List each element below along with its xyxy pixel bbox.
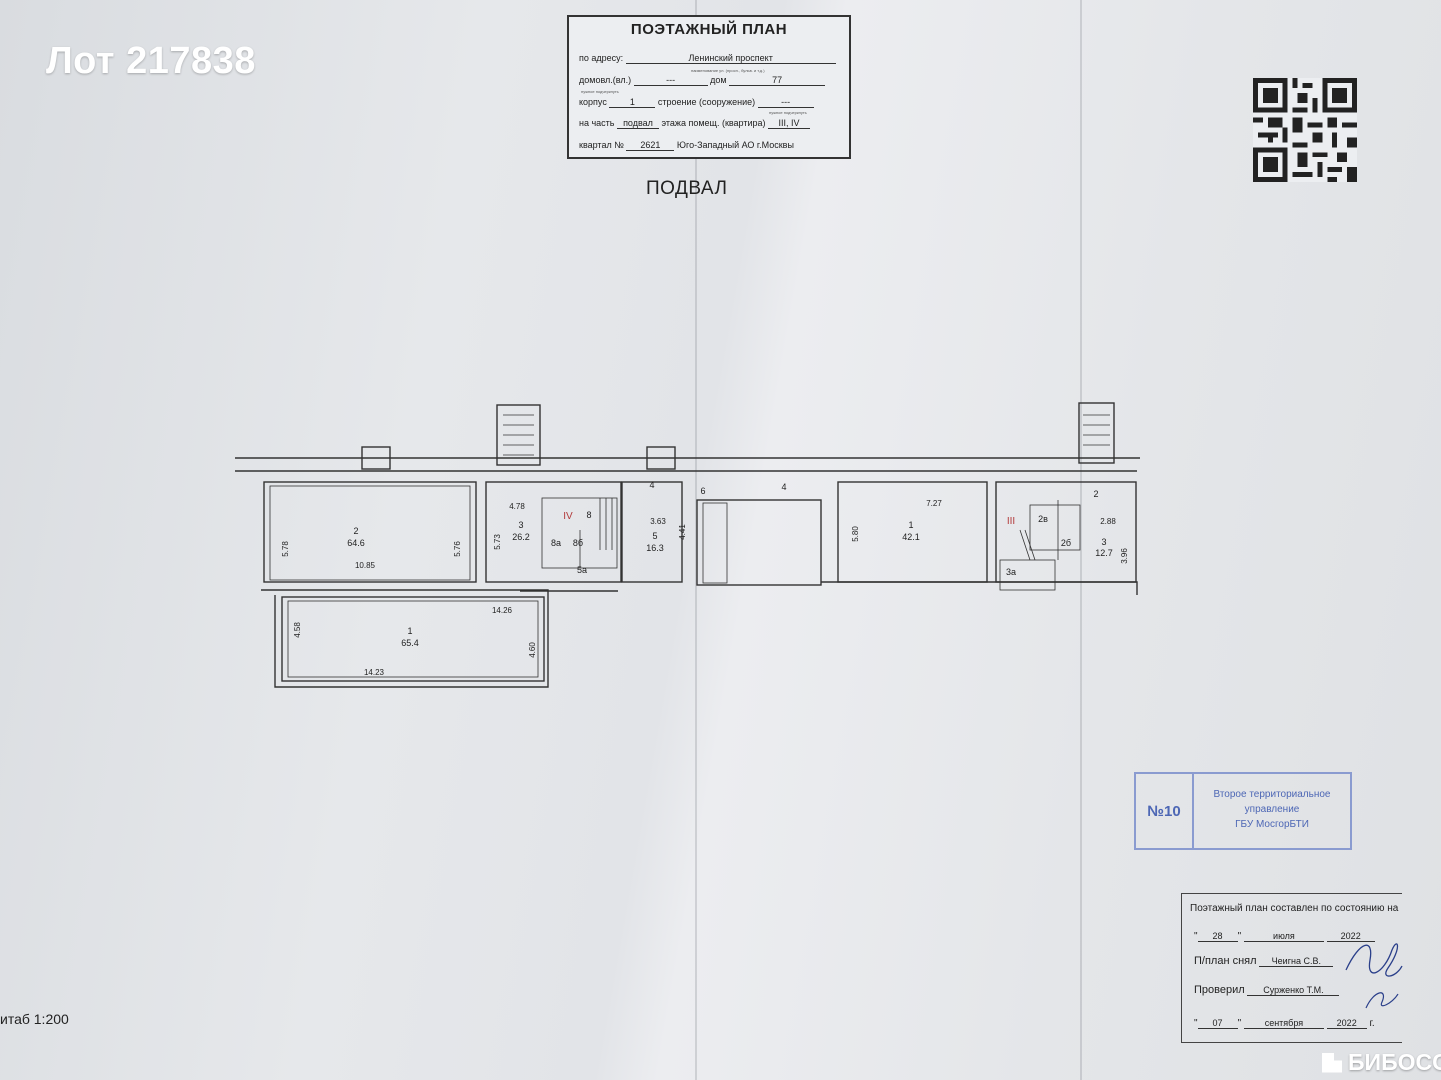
brand-watermark: БИБОСС xyxy=(1322,1049,1441,1076)
domovl-label: домовл.(вл.) xyxy=(579,75,632,85)
dimension: 10.85 xyxy=(355,561,376,570)
room-num: 1 xyxy=(407,626,412,636)
kvartal-label: квартал № xyxy=(579,140,624,150)
room-area: 64.6 xyxy=(347,538,365,548)
plan-header-box: ПОЭТАЖНЫЙ ПЛАН по адресу: Ленинский прос… xyxy=(567,15,851,159)
state-year: 2022 xyxy=(1326,931,1375,942)
premises-mark: III xyxy=(1007,516,1015,527)
dimension: 3.63 xyxy=(650,517,666,526)
year-suffix: г. xyxy=(1369,1018,1375,1029)
stamp-number: №10 xyxy=(1136,774,1194,848)
room-area: 16.3 xyxy=(646,543,664,553)
removed-name: Чеигна С.В. xyxy=(1259,956,1334,967)
dimension: 4.58 xyxy=(293,622,302,638)
dimension: 2.88 xyxy=(1100,517,1116,526)
room-label: 3а xyxy=(1006,567,1016,577)
stamp-line: Второе территориальное xyxy=(1213,789,1331,800)
room-area: 26.2 xyxy=(512,532,530,542)
dimension: 3.96 xyxy=(1120,548,1129,564)
address-sub: наименование ул. (просп., бульв. и т.д.) xyxy=(691,68,765,73)
stroenie-value: --- xyxy=(757,97,814,108)
kvartal-tail: Юго-Западный АО г.Москвы xyxy=(676,140,794,150)
room-label: 2 xyxy=(1093,489,1098,499)
dimension: 5.76 xyxy=(453,541,462,557)
dom-label: дом xyxy=(710,75,727,85)
korpus-label: корпус xyxy=(579,97,607,107)
room-label: 4 xyxy=(781,482,786,492)
checked-label: Проверил xyxy=(1194,984,1245,996)
removed-label: П/план снял xyxy=(1194,955,1257,967)
dimension: 7.27 xyxy=(926,499,942,508)
dimension: 4.41 xyxy=(678,524,687,540)
dimension: 5.73 xyxy=(493,534,502,550)
domovl-sub: нужное подчеркнуть xyxy=(581,89,619,94)
part-label: на часть xyxy=(579,118,615,128)
room-label: 8 xyxy=(586,510,591,520)
premises-mark: IV xyxy=(563,511,573,522)
brand-logo-icon xyxy=(1322,1052,1342,1073)
stroenie-label: строение (сооружение) xyxy=(657,97,756,107)
state-day: 28 xyxy=(1197,931,1238,942)
room-label: 2б xyxy=(1061,538,1071,548)
room-area: 42.1 xyxy=(902,532,920,542)
checked-year: 2022 xyxy=(1326,1018,1367,1029)
dimension: 14.26 xyxy=(492,606,513,615)
room-label: 8б xyxy=(573,538,583,548)
floor-title: ПОДВАЛ xyxy=(646,178,728,199)
room-area: 65.4 xyxy=(401,638,419,648)
room-label: 5а xyxy=(577,565,587,575)
address-value: Ленинский проспект xyxy=(625,53,836,64)
room-num: 5 xyxy=(652,531,657,541)
stamp-line: ГБУ МосгорБТИ xyxy=(1235,819,1309,830)
stroenie-sub: нужное подчеркнуть xyxy=(769,110,807,115)
dimension: 5.78 xyxy=(281,541,290,557)
paper-fold xyxy=(695,0,697,1080)
room-num: 3 xyxy=(1101,537,1106,547)
address-label: по адресу: xyxy=(579,53,624,63)
state-month: июля xyxy=(1243,931,1324,942)
lot-title: Лот 217838 xyxy=(46,40,256,82)
room-label: 2в xyxy=(1038,514,1048,524)
room-label: 6 xyxy=(700,486,705,496)
brand-name: БИБОСС xyxy=(1348,1049,1441,1075)
checked-month: сентября xyxy=(1243,1018,1324,1029)
domovl-value: --- xyxy=(633,75,708,86)
korpus-value: 1 xyxy=(609,97,656,108)
paper-fold xyxy=(1080,0,1082,1080)
stamp-line: управление xyxy=(1244,804,1300,815)
kvartal-value: 2621 xyxy=(626,140,675,151)
room-label: 4 xyxy=(649,480,654,490)
state-label: Поэтажный план составлен по состоянию на xyxy=(1190,903,1399,914)
part-value: подвал xyxy=(617,118,659,129)
part-mid: этажа помещ. (квартира) xyxy=(661,118,766,128)
dimension: 14.23 xyxy=(364,668,385,677)
checked-day: 07 xyxy=(1197,1018,1238,1029)
room-area: 12.7 xyxy=(1095,548,1113,558)
room-num: 1 xyxy=(908,520,913,530)
room-num: 2 xyxy=(353,526,358,536)
room-label: 8а xyxy=(551,538,561,548)
dimension: 4.60 xyxy=(528,642,537,658)
qr-code xyxy=(1253,78,1357,182)
bti-stamp: №10 Второе территориальное управление ГБ… xyxy=(1134,772,1352,850)
scale-label: итаб 1:200 xyxy=(0,1011,69,1027)
plan-footer-box: Поэтажный план составлен по состоянию на… xyxy=(1181,893,1403,1043)
dimension: 4.78 xyxy=(509,502,525,511)
plan-header-title: ПОЭТАЖНЫЙ ПЛАН xyxy=(630,21,788,38)
room-num: 3 xyxy=(518,520,523,530)
checked-name: Сурженко Т.М. xyxy=(1247,985,1340,996)
dom-value: 77 xyxy=(729,75,826,86)
dimension: 5.80 xyxy=(851,526,860,542)
part-rooms: III, IV xyxy=(768,118,811,129)
signature xyxy=(1345,943,1403,1009)
